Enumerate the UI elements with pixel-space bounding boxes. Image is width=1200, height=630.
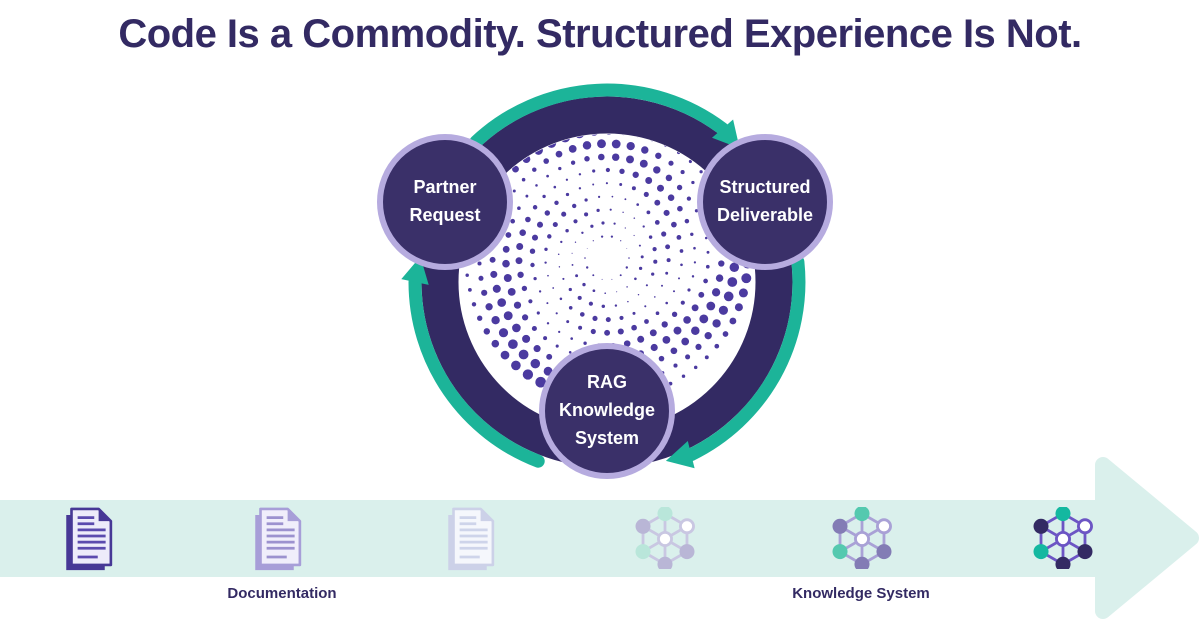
network-icon <box>829 506 895 574</box>
document-icon <box>61 507 117 577</box>
network-icon <box>1030 506 1096 574</box>
stage-label-knowledge-system: Knowledge System <box>792 585 930 602</box>
pipeline-band <box>0 500 1106 577</box>
pipeline-arrowhead-icon <box>1095 457 1199 619</box>
stage-label-documentation: Documentation <box>227 585 337 602</box>
node-structured-deliverable: Structured Deliverable <box>697 134 833 270</box>
node-partner-request: Partner Request <box>377 134 513 270</box>
network-icon <box>632 506 698 574</box>
node-rag-knowledge-system: RAG Knowledge System <box>539 343 675 479</box>
document-icon <box>443 507 499 577</box>
document-icon <box>250 507 306 577</box>
page-title: Code Is a Commodity. Structured Experien… <box>118 12 1082 56</box>
